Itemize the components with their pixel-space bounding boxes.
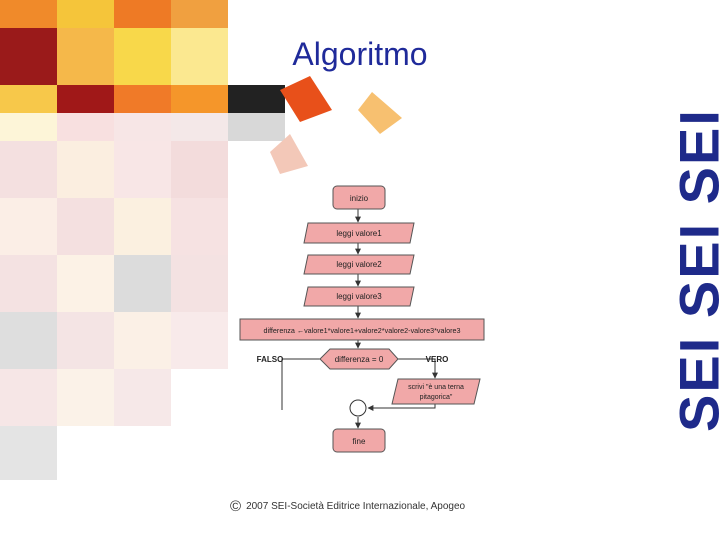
- copyright-symbol: ©: [230, 498, 242, 515]
- mosaic-tile: [57, 28, 114, 85]
- mosaic-tile: [57, 255, 114, 312]
- mosaic-tile: [114, 113, 171, 141]
- assignment-node: [239, 318, 485, 341]
- join-connector: [349, 399, 367, 417]
- mosaic-tile: [114, 28, 171, 85]
- read2-node: [303, 254, 415, 275]
- mosaic-tile: [57, 198, 114, 255]
- mosaic-tile: [0, 198, 57, 255]
- mosaic-tile: [57, 141, 114, 198]
- decision-node-label: differenza = 0: [335, 355, 384, 364]
- read3-node-label: leggi valore3: [336, 292, 382, 301]
- mosaic-tile: [171, 198, 228, 255]
- mosaic-tile: [57, 369, 114, 426]
- mosaic-tile: [228, 113, 285, 141]
- connector-write-join: [367, 404, 436, 411]
- mosaic-tile: [171, 312, 228, 369]
- mosaic-tile: [57, 113, 114, 141]
- copyright-footer: © 2007 SEI-Società Editrice Internazional…: [230, 498, 465, 515]
- true-branch-label: VERO: [426, 355, 449, 364]
- write-node-label-line1: scrivi "è una terna: [408, 384, 464, 391]
- mosaic-tile: [171, 113, 228, 141]
- mosaic-tile: [171, 28, 228, 85]
- write-node-label-line2: pitagorica": [420, 394, 453, 401]
- false-branch-label: FALSO: [257, 355, 284, 364]
- start-node: [332, 185, 386, 210]
- mosaic-tile: [114, 255, 171, 312]
- decorative-pink-shape: [270, 134, 308, 174]
- mosaic-tile: [0, 141, 57, 198]
- mosaic-tile: [0, 426, 57, 480]
- mosaic-tile: [0, 28, 57, 85]
- decision-node: [319, 348, 399, 370]
- end-node-label: fine: [353, 437, 366, 446]
- mosaic-tile: [171, 255, 228, 312]
- assignment-node-label: differenza ←valore1*valore1+valore2*valo…: [263, 326, 460, 335]
- read1-node: [303, 222, 415, 244]
- mosaic-tile: [57, 312, 114, 369]
- logo-strip: SEI SEI SEI: [668, 0, 720, 540]
- decorative-shapes: [270, 76, 402, 174]
- end-node: [332, 428, 386, 453]
- decorative-mosaic: [0, 0, 285, 480]
- start-node-label: inizio: [350, 194, 369, 203]
- mosaic-tile: [0, 255, 57, 312]
- connector-false-branch: [281, 358, 320, 410]
- mosaic-tile: [0, 113, 57, 141]
- copyright-text: 2007 SEI-Società Editrice Internazionale…: [246, 501, 466, 512]
- mosaic-tile: [114, 312, 171, 369]
- mosaic-tile: [0, 312, 57, 369]
- write-node: [391, 378, 481, 405]
- connector-true-branch: [398, 358, 438, 379]
- read2-node-label: leggi valore2: [336, 260, 382, 269]
- read1-node-label: leggi valore1: [336, 229, 382, 238]
- decorative-orange-shape: [280, 76, 332, 122]
- mosaic-tile: [114, 369, 171, 426]
- mosaic-tile: [114, 141, 171, 198]
- page-title: Algoritmo: [292, 36, 428, 72]
- mosaic-tile: [171, 141, 228, 198]
- read3-node: [303, 286, 415, 307]
- decorative-peach-shape: [358, 92, 402, 134]
- mosaic-tile: [228, 85, 285, 113]
- mosaic-tile: [0, 369, 57, 426]
- mosaic-tile: [114, 198, 171, 255]
